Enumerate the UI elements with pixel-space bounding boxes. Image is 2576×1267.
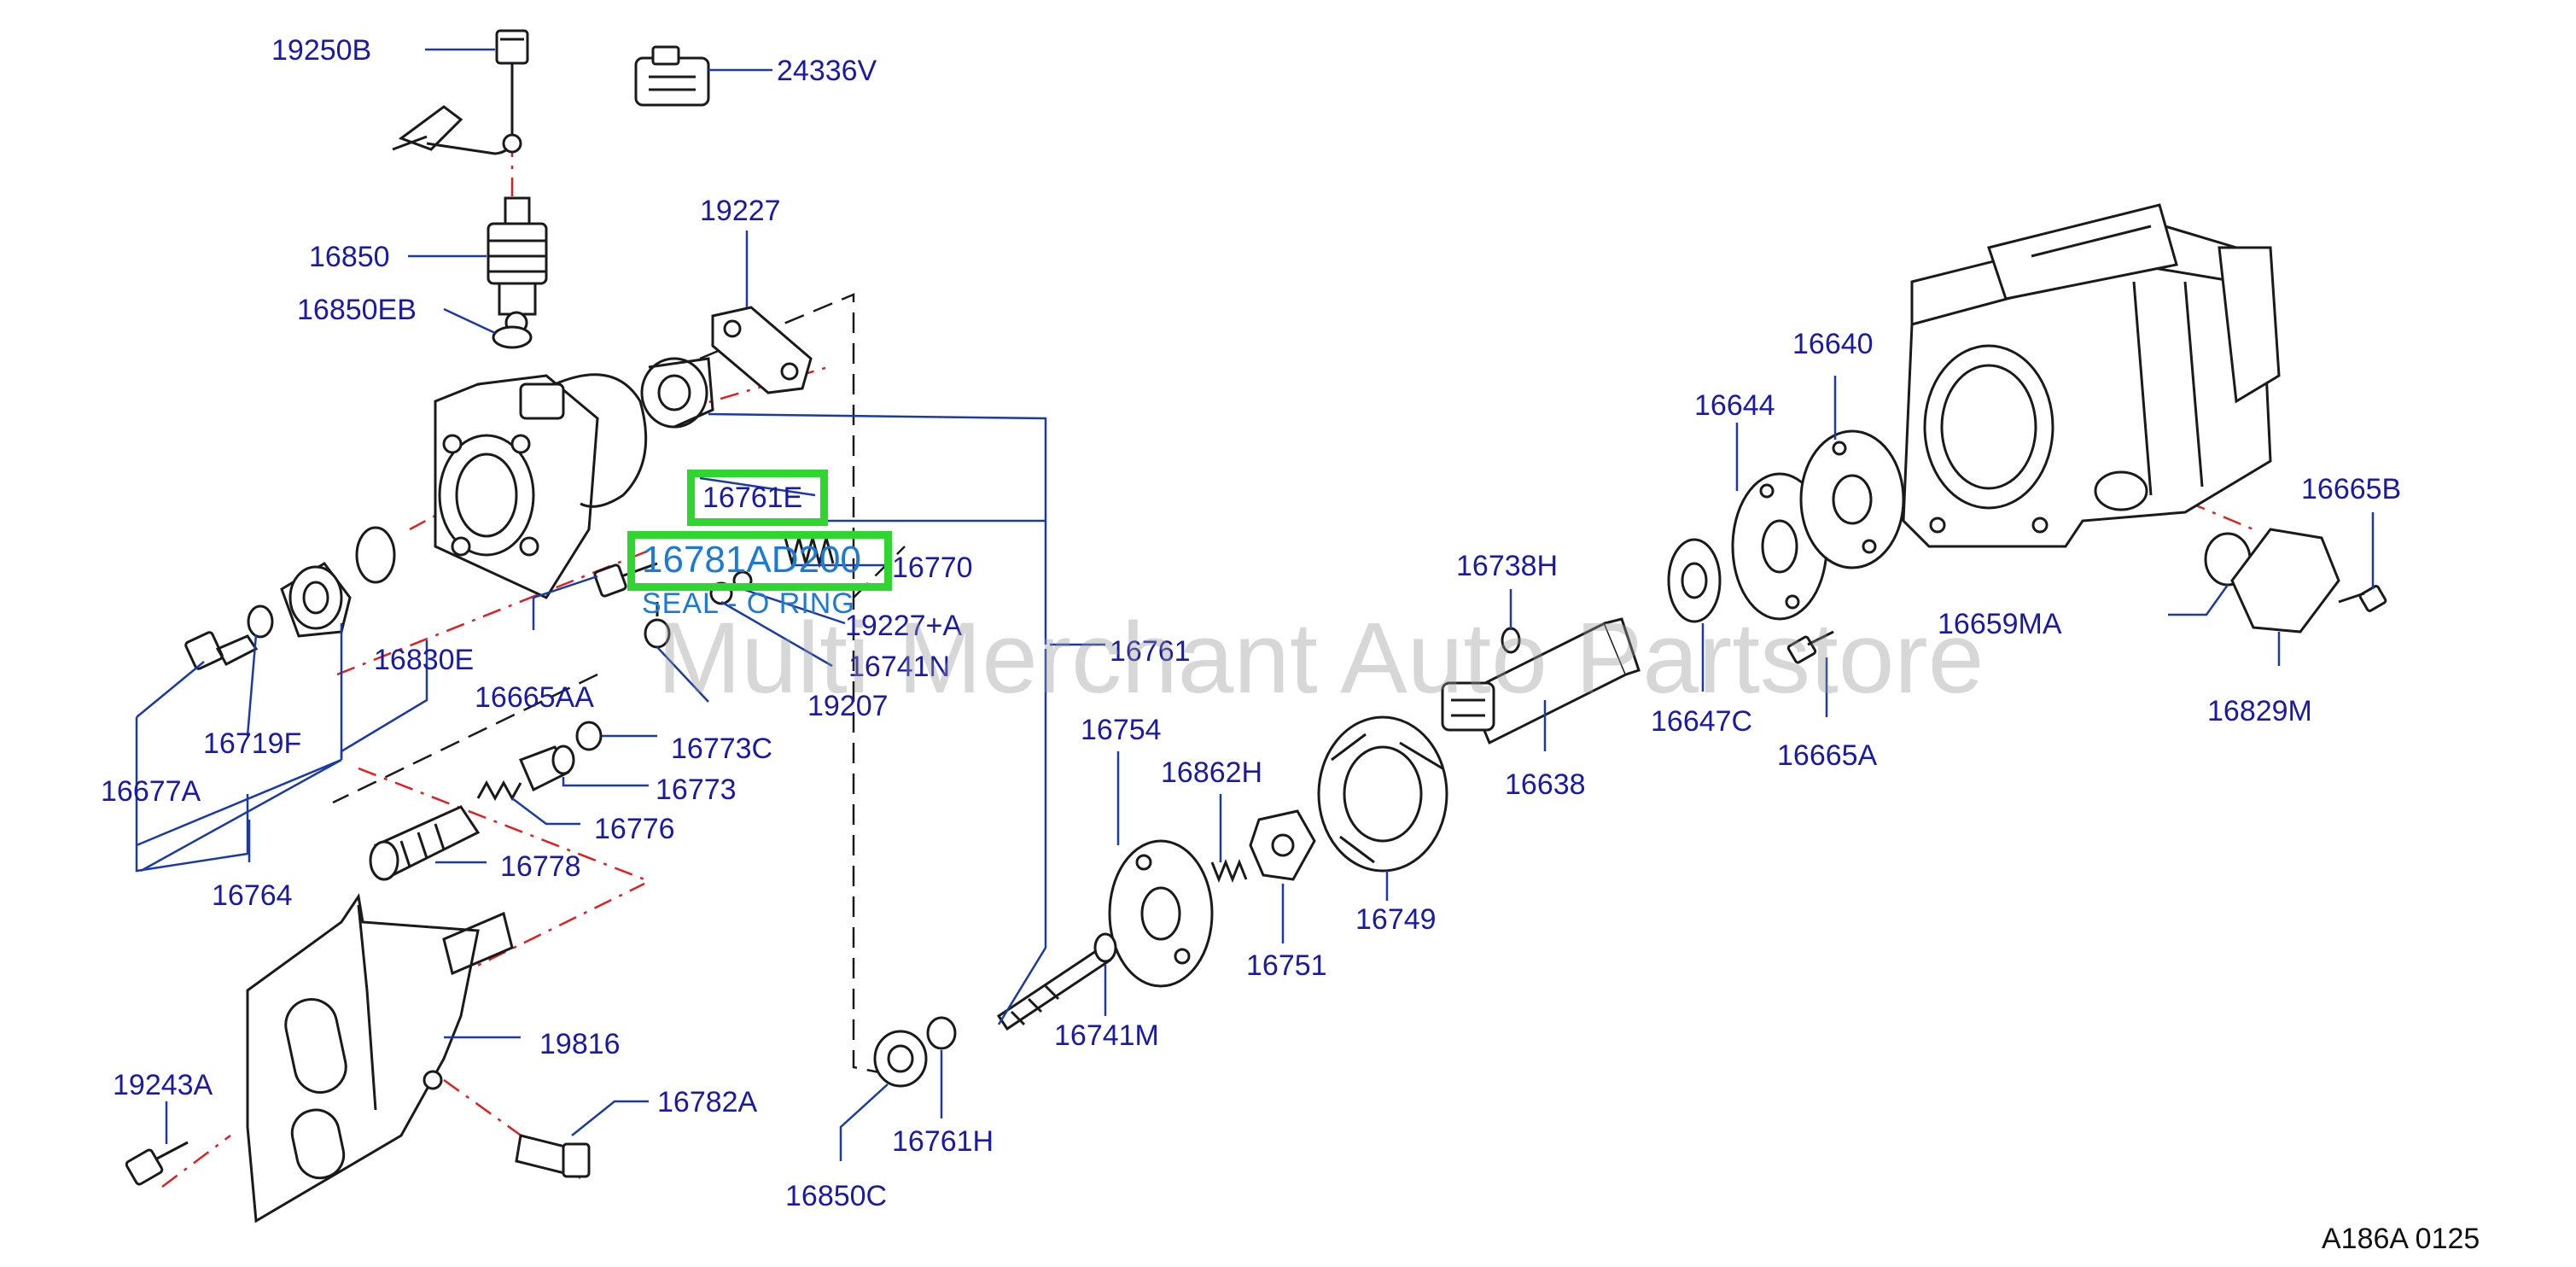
watermark: Multi Merchant Auto Partstore — [657, 602, 1984, 715]
label-19250B[interactable]: 19250B — [271, 34, 372, 67]
label-16751[interactable]: 16751 — [1246, 949, 1327, 982]
label-16850EB[interactable]: 16850EB — [297, 294, 417, 326]
part-16764-shape — [280, 562, 352, 638]
label-16761[interactable]: 16761 — [1110, 635, 1191, 668]
part-16665AA-shape — [593, 562, 658, 598]
label-16741N[interactable]: 16741N — [848, 651, 951, 683]
part-16665A-shape — [1786, 630, 1834, 664]
label-16776[interactable]: 16776 — [594, 813, 675, 845]
leader-lines — [135, 48, 2375, 1161]
label-16862H[interactable]: 16862H — [1161, 756, 1263, 789]
label-16665B[interactable]: 16665B — [2301, 473, 2402, 505]
part-19227-shape — [711, 306, 813, 394]
part-16638-shape — [1441, 617, 1641, 745]
highlight-box-16761E — [687, 470, 828, 526]
part-16773-shape — [519, 744, 575, 792]
selected-part-description: SEAL - O RING — [642, 587, 855, 620]
label-16764[interactable]: 16764 — [212, 879, 293, 912]
label-16749[interactable]: 16749 — [1355, 903, 1437, 936]
part-16761E-shape — [640, 357, 714, 429]
part-16782A-shape — [515, 1134, 591, 1178]
part-16741M-shape — [1093, 932, 1117, 963]
label-16829M[interactable]: 16829M — [2207, 695, 2312, 727]
part-head-shape — [434, 374, 599, 599]
label-16677A[interactable]: 16677A — [101, 775, 201, 808]
label-19816[interactable]: 19816 — [539, 1028, 621, 1060]
part-gasket-shape — [554, 373, 648, 508]
label-16647C[interactable]: 16647C — [1651, 705, 1753, 738]
part-16647C-shape — [1667, 538, 1722, 623]
part-16850-shape — [487, 196, 548, 335]
highlight-box-selected-part[interactable] — [627, 531, 892, 591]
label-16659MA[interactable]: 16659MA — [1938, 608, 2062, 640]
label-16782A[interactable]: 16782A — [657, 1086, 758, 1118]
label-16761E[interactable]: 16761E — [702, 482, 803, 514]
label-16773[interactable]: 16773 — [656, 774, 737, 806]
part-19250B-shape — [392, 29, 529, 155]
label-16638[interactable]: 16638 — [1505, 768, 1586, 801]
label-19227A[interactable]: 19227+A — [845, 610, 963, 642]
label-16761H[interactable]: 16761H — [892, 1125, 994, 1158]
label-16850C[interactable]: 16850C — [785, 1180, 888, 1212]
label-16770[interactable]: 16770 — [892, 552, 973, 584]
selected-part-number[interactable]: 16781AD200 — [642, 539, 861, 581]
label-24336V[interactable]: 24336V — [777, 55, 877, 87]
part-pump-housing-shape — [1902, 203, 2281, 548]
part-16677A-shape — [184, 631, 259, 670]
part-19243A-shape — [125, 1141, 189, 1186]
part-16778-shape — [369, 805, 481, 881]
label-16754[interactable]: 16754 — [1081, 714, 1162, 746]
label-16741M[interactable]: 16741M — [1054, 1019, 1159, 1052]
part-19816-shape — [246, 893, 514, 1223]
label-19243A[interactable]: 19243A — [113, 1069, 213, 1101]
part-16850EB-shape — [492, 325, 533, 349]
part-16640-shape — [1799, 429, 1905, 569]
part-16773C-shape — [575, 721, 603, 751]
label-19227[interactable]: 19227 — [700, 195, 781, 227]
diagram-code: A186A 0125 — [2322, 1223, 2480, 1255]
label-16719F[interactable]: 16719F — [203, 727, 302, 760]
part-16830E-shape — [355, 526, 396, 584]
label-16830E[interactable]: 16830E — [374, 644, 475, 676]
label-16738H[interactable]: 16738H — [1456, 550, 1559, 582]
part-16761-shape — [996, 945, 1112, 1031]
part-24336V-shape — [634, 45, 710, 107]
label-19207[interactable]: 19207 — [807, 690, 889, 722]
part-16749-shape — [1317, 715, 1448, 873]
label-16644[interactable]: 16644 — [1694, 389, 1775, 422]
part-16850C-shape — [873, 1030, 928, 1088]
label-16640[interactable]: 16640 — [1792, 328, 1874, 360]
label-16850[interactable]: 16850 — [309, 241, 390, 273]
part-16719F-shape — [247, 604, 274, 639]
label-16665A[interactable]: 16665A — [1777, 739, 1878, 772]
label-16665AA[interactable]: 16665AA — [475, 681, 594, 714]
part-16761H-shape — [926, 1016, 957, 1050]
part-16751-shape — [1249, 809, 1316, 881]
label-16778[interactable]: 16778 — [500, 850, 581, 883]
part-16829M-shape — [2230, 528, 2340, 634]
part-16776-shape — [476, 779, 522, 802]
part-16770-shape — [784, 533, 835, 569]
label-16773C[interactable]: 16773C — [671, 733, 773, 765]
part-16754-shape — [1108, 839, 1214, 988]
part-16665B-shape — [2338, 585, 2387, 612]
part-16862H-shape — [1210, 858, 1248, 884]
